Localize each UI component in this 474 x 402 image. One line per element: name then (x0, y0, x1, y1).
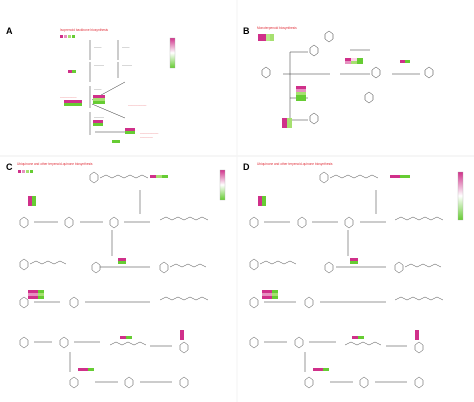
panel-d-heatmaps (258, 175, 419, 371)
panel-d-color-legend (457, 171, 464, 221)
panel-c-label: C (6, 162, 13, 172)
panel-c-arrows (34, 190, 172, 383)
svg-text:———: ——— (94, 88, 102, 91)
panel-b-heatmaps (282, 58, 410, 128)
svg-text:————: ———— (94, 116, 105, 119)
panel-d-label: D (243, 162, 250, 172)
panel-c-heatblock (18, 170, 33, 173)
panel-a-genes: ——————— —————— ———————— (94, 46, 133, 119)
panel-b-label: B (243, 26, 250, 36)
svg-text:———: ——— (94, 46, 102, 49)
panel-a-side-labels: ───────── ────────── ────────── ─────── (59, 96, 159, 139)
panel-c-structures (19, 171, 209, 389)
panel-d-structures (249, 171, 444, 389)
panel-c-heatmaps (28, 175, 184, 371)
panel-a-color-legend (169, 37, 176, 69)
panel-c-title: Ubiquinone and other terpenoid-quinone b… (17, 162, 93, 166)
panel-b-pathway (261, 30, 434, 125)
panel-d: D Ubiquinone and other terpenoid-quinone… (243, 162, 464, 389)
svg-text:──────────: ────────── (139, 132, 159, 135)
panel-a-heatblock (60, 35, 75, 38)
panel-a: A Isoprenoid backbone biosynthesis —————… (6, 26, 176, 143)
svg-text:──────────: ────────── (127, 104, 147, 107)
svg-text:————: ———— (122, 64, 133, 67)
svg-text:————: ———— (94, 64, 105, 67)
panel-c-color-legend (219, 169, 226, 201)
panel-b: B Monoterpenoid biosynthesis (243, 26, 434, 128)
panel-a-title: Isoprenoid backbone biosynthesis (60, 28, 108, 32)
panel-d-arrows (264, 190, 407, 383)
svg-text:———: ——— (122, 46, 130, 49)
panel-b-title: Monoterpenoid biosynthesis (257, 26, 297, 30)
panel-c: C Ubiquinone and other terpenoid-quinone… (6, 162, 226, 389)
panel-a-heatmaps (64, 70, 135, 143)
panel-a-label: A (6, 26, 13, 36)
svg-text:───────: ─────── (139, 136, 153, 139)
svg-text:─────────: ───────── (59, 96, 77, 99)
panel-b-heatblock (258, 34, 274, 41)
panel-d-title: Ubiquinone and other terpenoid-quinone b… (257, 162, 333, 166)
